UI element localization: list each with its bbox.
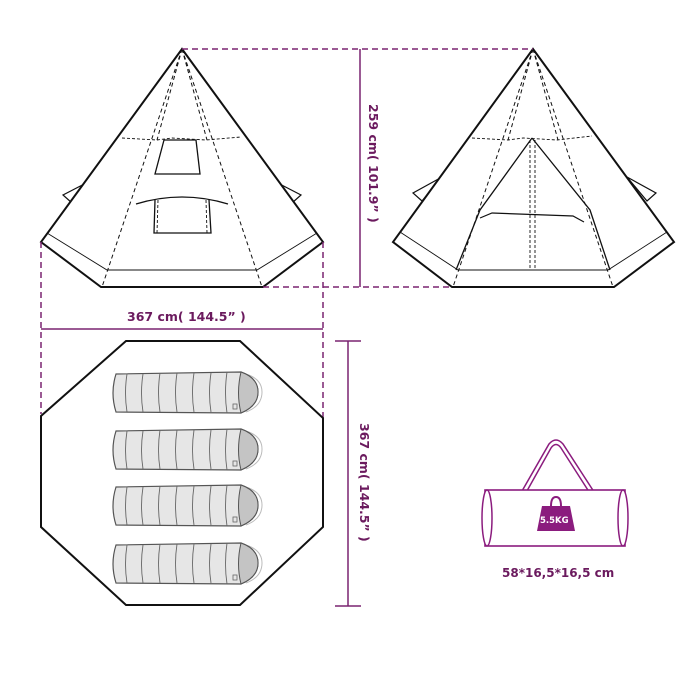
sleeping-bag-1 bbox=[112, 371, 263, 414]
weight-icon bbox=[537, 506, 575, 531]
bag-size-label: 58*16,5*16,5 cm bbox=[502, 566, 614, 580]
weight-label: 5.5KG bbox=[540, 516, 569, 526]
triangular-door bbox=[455, 137, 611, 271]
tent-back-view bbox=[391, 47, 676, 288]
sleeping-bag-2 bbox=[112, 428, 263, 471]
sleeping-bag-3 bbox=[112, 484, 263, 527]
width-label: 367 cm( 144.5” ) bbox=[127, 309, 246, 324]
carry-bag-icon bbox=[481, 439, 629, 547]
dimension-lines bbox=[40, 48, 533, 607]
floor-plan bbox=[40, 340, 324, 606]
door-panel bbox=[153, 199, 212, 234]
sleeping-bag-4 bbox=[112, 542, 263, 585]
tent-outline bbox=[391, 47, 676, 288]
tent-front-view bbox=[39, 47, 325, 288]
tent-outline bbox=[39, 47, 325, 288]
octagon-floor bbox=[40, 340, 324, 606]
depth-label: 367 cm( 144.5” ) bbox=[357, 423, 372, 542]
window bbox=[154, 139, 201, 175]
height-label: 259 cm( 101.9” ) bbox=[366, 104, 381, 223]
